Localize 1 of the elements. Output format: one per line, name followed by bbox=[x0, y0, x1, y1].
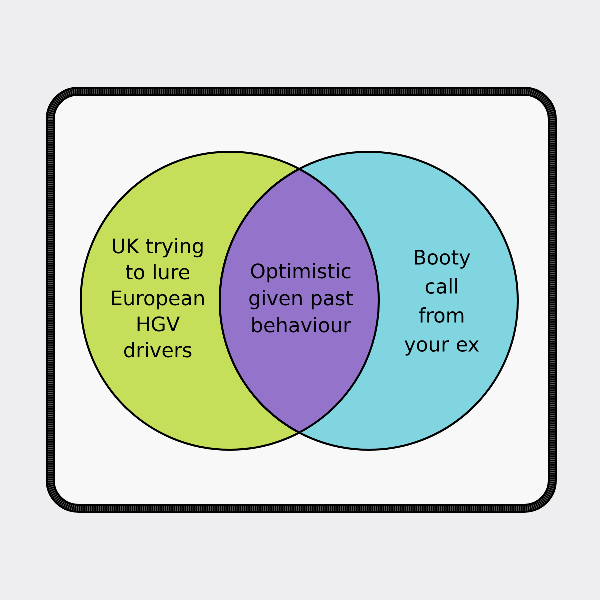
overlap-region: Optimistic given past behaviour bbox=[219, 168, 380, 434]
